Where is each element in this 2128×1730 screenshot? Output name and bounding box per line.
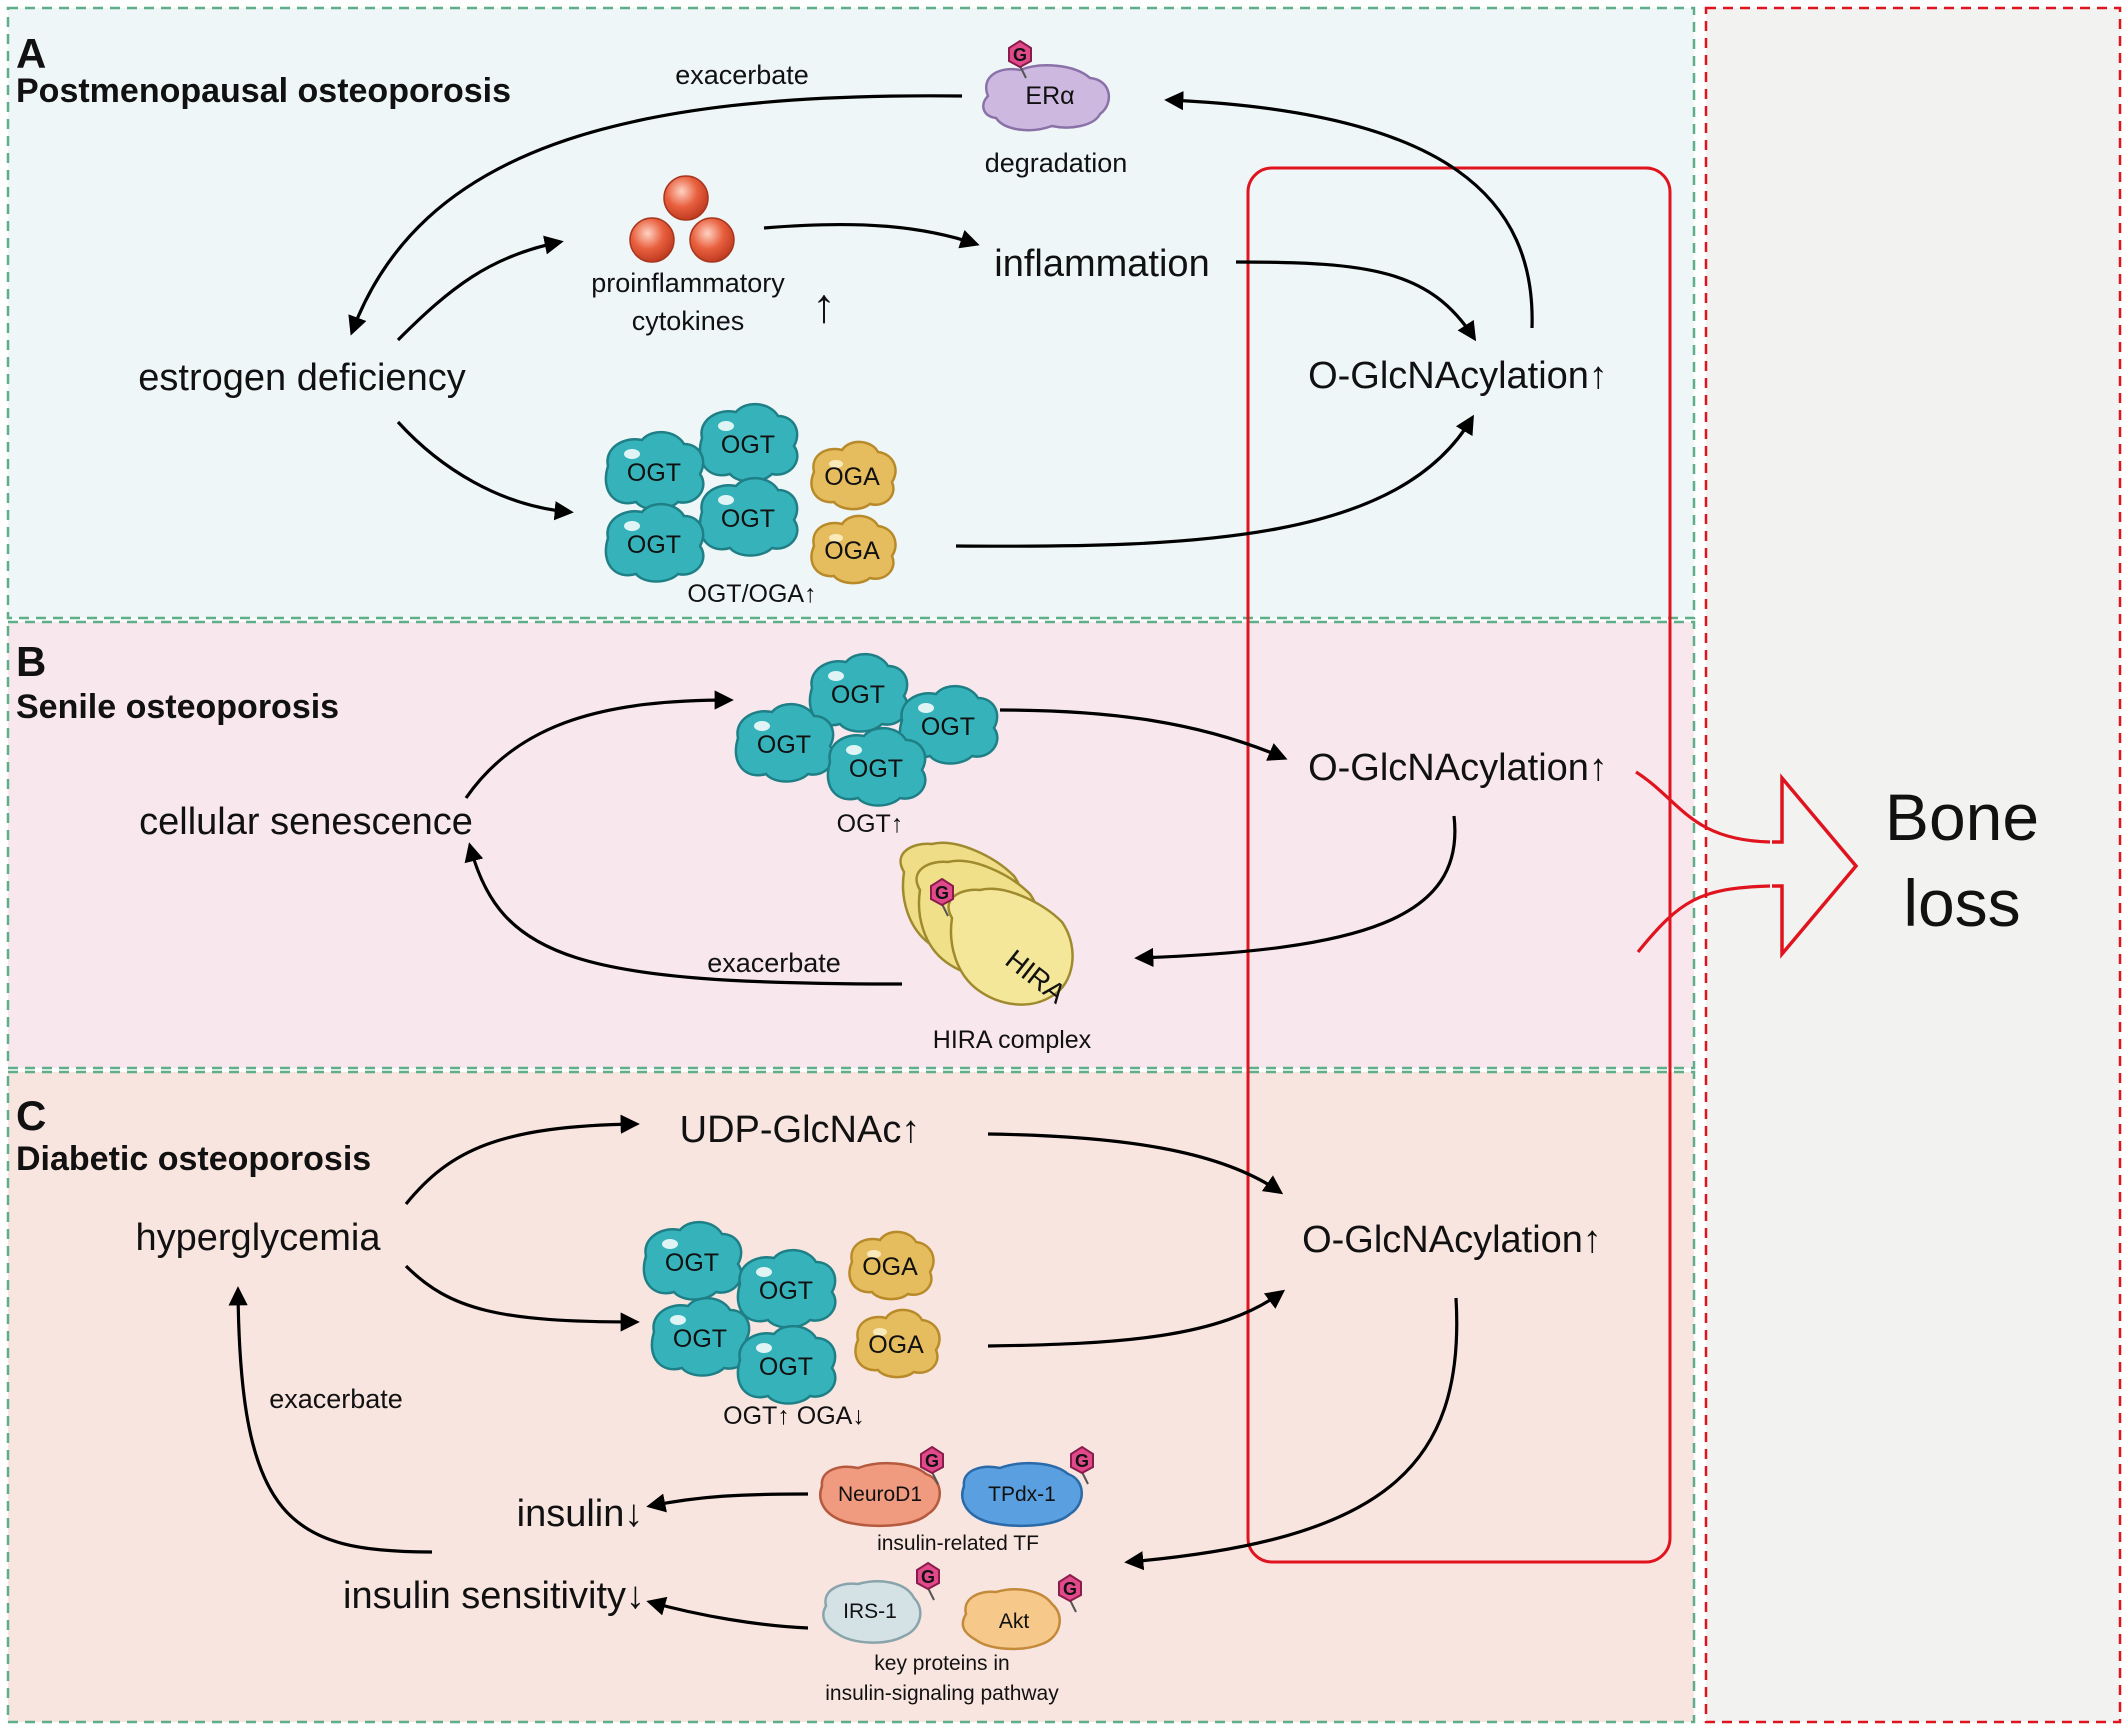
bone-loss-background	[1704, 6, 2122, 1724]
ogt-oga-cluster-c: OGT OGT OGT OGT OGA OGA	[642, 1220, 941, 1405]
arrow-era-to-estrogen	[348, 94, 963, 336]
panel-b-title: Senile osteoporosis	[16, 688, 339, 726]
oga-label: OGA	[868, 1331, 924, 1359]
g-label: G	[1013, 45, 1027, 65]
cytokines-label-line2: cytokines	[632, 306, 745, 336]
insulin-label: insulin↓	[517, 1493, 644, 1535]
arrow-estrogen-to-ogt-a	[396, 420, 574, 521]
arrow-inflammation-to-ogcn	[1235, 260, 1477, 342]
panel-b-letter: B	[16, 638, 46, 685]
panel-c-title: Diabetic osteoporosis	[16, 1140, 371, 1178]
ogt-label: OGT	[759, 1353, 813, 1381]
ogt-label: OGT	[721, 431, 775, 459]
neurod1-label: NeuroD1	[838, 1483, 922, 1506]
ogt-label: OGT	[759, 1277, 813, 1305]
arrow-ogcn-b-to-hira	[1134, 815, 1457, 968]
irs1-label: IRS-1	[843, 1600, 897, 1623]
irs1-protein: G	[822, 1562, 940, 1644]
ogt-label: OGT	[627, 531, 681, 559]
akt-label: Akt	[999, 1610, 1030, 1633]
estrogen-deficiency-label: estrogen deficiency	[138, 357, 465, 399]
g-label: G	[925, 1451, 939, 1471]
g-label: G	[935, 883, 949, 903]
g-label: G	[1063, 1579, 1077, 1599]
ogt-label: OGT	[721, 505, 775, 533]
ogt-cluster-b: OGT OGT OGT OGT	[734, 652, 999, 807]
bone-loss-line2: loss	[1903, 866, 2020, 940]
insulin-tf-caption: insulin-related TF	[877, 1532, 1039, 1555]
era-label: ERα	[1025, 82, 1074, 110]
arrow-hira-to-senescence	[464, 842, 903, 986]
exacerbate-label-c: exacerbate	[269, 1384, 403, 1414]
ogcn-highlight-box	[1246, 166, 1672, 1564]
panel-a-title: Postmenopausal osteoporosis	[16, 72, 511, 110]
bone-loss-big-arrow	[1772, 773, 1859, 959]
inflammation-label: inflammation	[994, 243, 1209, 285]
oga-label: OGA	[824, 537, 880, 565]
red-curve-from-c	[1636, 884, 1771, 954]
arrow-ogt-b-to-ogcn	[999, 708, 1288, 761]
cellular-senescence-label: cellular senescence	[139, 801, 473, 843]
hira-complex-icon: G	[899, 841, 1074, 1006]
red-curve-from-b	[1635, 770, 1771, 844]
g-label: G	[1075, 1451, 1089, 1471]
arrow-hyperglycemia-to-ogt-c	[404, 1264, 640, 1332]
hira-caption: HIRA complex	[933, 1026, 1092, 1054]
arrow-ogt-a-to-ogcn	[955, 414, 1474, 548]
ogt-oga-cluster-a: OGT OGT OGT OGT OGA OGA	[604, 402, 897, 585]
degradation-label: degradation	[985, 148, 1128, 178]
arrow-ogcn-to-era	[1164, 91, 1534, 329]
arrow-udp-to-ogcn	[987, 1132, 1284, 1195]
cytokines-icon	[629, 175, 735, 263]
ogt-label: OGT	[665, 1249, 719, 1277]
hyperglycemia-label: hyperglycemia	[136, 1217, 382, 1259]
ogt-label: OGT	[831, 681, 885, 709]
ogcn-label-c: O-GlcNAcylation↑	[1302, 1219, 1602, 1261]
arrow-cytokines-to-inflammation	[763, 222, 980, 249]
ogt-caption-b: OGT↑	[837, 810, 904, 838]
arrow-tf-to-insulin	[646, 1492, 809, 1513]
arrow-ogt-c-to-ogcn	[987, 1289, 1286, 1348]
udp-glcnac-label: UDP-GlcNAc↑	[680, 1109, 921, 1151]
ogt-label: OGT	[757, 731, 811, 759]
key-proteins-caption-line2: insulin-signaling pathway	[825, 1682, 1059, 1705]
arrow-hyperglycemia-to-udp	[404, 1114, 640, 1206]
g-label: G	[921, 1567, 935, 1587]
tpdx1-protein: G	[961, 1446, 1094, 1528]
arrow-senescence-to-ogt	[464, 690, 734, 799]
panel-a-letter: A	[16, 30, 46, 77]
ogt-label: OGT	[627, 459, 681, 487]
ogcn-label-a: O-GlcNAcylation↑	[1308, 355, 1608, 397]
arrow-signaling-to-sensitivity	[646, 1596, 809, 1630]
exacerbate-label-a: exacerbate	[675, 60, 809, 90]
exacerbate-label-b: exacerbate	[707, 948, 841, 978]
ogt-label: OGT	[921, 713, 975, 741]
arrow-ogcn-c-to-proteins	[1124, 1297, 1459, 1571]
ogt-oga-caption-a: OGT/OGA↑	[687, 580, 816, 608]
panel-c-letter: C	[16, 1092, 46, 1139]
ogcn-label-b: O-GlcNAcylation↑	[1308, 747, 1608, 789]
oga-label: OGA	[862, 1253, 918, 1281]
ogt-label: OGT	[673, 1325, 727, 1353]
key-proteins-caption-line1: key proteins in	[874, 1652, 1009, 1675]
ogt-label: OGT	[849, 755, 903, 783]
neurod1-protein: G	[819, 1446, 944, 1528]
tpdx1-label: TPdx-1	[988, 1483, 1056, 1506]
ogt-oga-caption-c: OGT↑ OGA↓	[723, 1402, 865, 1430]
cytokines-label-line1: proinflammatory	[591, 268, 785, 298]
bone-loss-line1: Bone	[1885, 780, 2039, 854]
era-protein: G	[982, 40, 1111, 132]
arrow-estrogen-to-cytokines	[396, 235, 564, 342]
cytokines-up-arrow: ↑	[812, 280, 836, 333]
insulin-sensitivity-label: insulin sensitivity↓	[343, 1575, 645, 1617]
akt-protein: G	[961, 1574, 1082, 1651]
arrow-sensitivity-to-hyperglycemia	[228, 1286, 433, 1554]
oga-label: OGA	[824, 463, 880, 491]
